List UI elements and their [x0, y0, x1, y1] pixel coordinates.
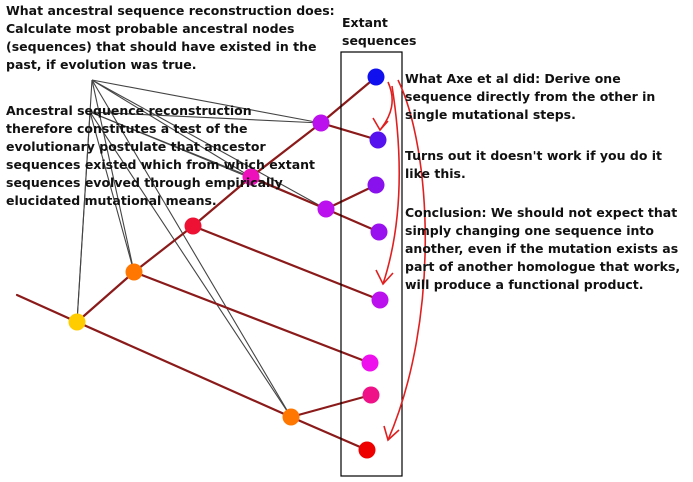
ancestral-node-4 — [242, 168, 260, 186]
step-arrow-3 — [387, 79, 427, 441]
tree-branch-9 — [324, 183, 378, 211]
step-arrow-2 — [382, 85, 401, 285]
mutation-step-arrows — [372, 79, 427, 442]
ancestral-node-2 — [125, 263, 143, 281]
pointer-line-3 — [91, 79, 252, 178]
step-arrowhead-2 — [375, 269, 394, 286]
ancestral-node-1 — [68, 313, 86, 331]
step-arrowhead-3 — [383, 425, 400, 442]
doesnt-work-note: Turns out it doesn't work if you do it l… — [405, 148, 663, 181]
extant-node-7 — [362, 386, 380, 404]
pointer-line-8 — [89, 111, 135, 273]
ancestral-node-5 — [312, 114, 330, 132]
tree-branch-1 — [15, 293, 79, 324]
extant-node-4 — [370, 223, 388, 241]
tree-branch-3 — [132, 224, 195, 274]
pointer-line-5 — [91, 79, 327, 210]
sequence-nodes — [68, 68, 389, 459]
extant-node-3 — [367, 176, 385, 194]
tree-branch-15 — [289, 415, 369, 452]
tree-branch-8 — [249, 175, 328, 211]
pointer-lines — [76, 79, 327, 418]
tree-branch-6 — [319, 75, 378, 125]
tree-branch-4 — [191, 175, 253, 228]
what-asr-note: What ancestral sequence reconstruction d… — [6, 3, 335, 72]
tree-branches — [15, 75, 382, 452]
extant-node-1 — [367, 68, 385, 86]
axe-et-al-note: What Axe et al did: Derive one sequence … — [405, 71, 656, 122]
extant-sequences-box — [340, 51, 403, 477]
pointer-line-6 — [91, 79, 292, 418]
tree-branch-10 — [324, 207, 381, 234]
ancestral-node-6 — [317, 200, 335, 218]
conclusion-note: Conclusion: We should not expect that si… — [405, 205, 681, 292]
tree-branch-5 — [249, 121, 323, 179]
ancestral-node-3 — [184, 217, 202, 235]
ancestral-node-7 — [282, 408, 300, 426]
tree-branch-7 — [319, 121, 380, 142]
extant-sequences-label: Extant sequences — [342, 15, 417, 48]
asr-test-note: Ancestral sequence reconstruction theref… — [6, 103, 316, 208]
pointer-line-7 — [76, 111, 91, 323]
extant-node-5 — [371, 291, 389, 309]
tree-branch-2 — [75, 270, 136, 324]
extant-node-8 — [358, 441, 376, 459]
pointer-line-4 — [91, 79, 322, 124]
tree-branch-12 — [132, 270, 372, 365]
tree-branch-11 — [191, 224, 382, 302]
extant-node-6 — [361, 354, 379, 372]
step-arrowhead-1 — [372, 117, 389, 132]
extant-node-2 — [369, 131, 387, 149]
pointer-line-10 — [89, 111, 322, 124]
tree-branch-14 — [289, 393, 373, 419]
tree-branch-13 — [75, 320, 293, 419]
pointer-line-12 — [89, 111, 292, 418]
